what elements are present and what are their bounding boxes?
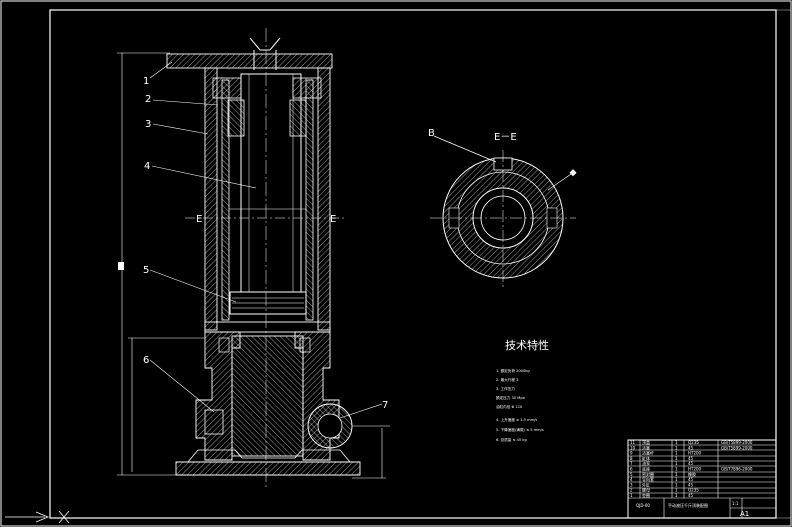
- title-block-cell: 3: [630, 482, 633, 487]
- corner-frame: [775, 9, 792, 519]
- title-block-cell: 外缸: [642, 481, 650, 487]
- note-line-1: 1. 额定负荷 2000kg: [496, 368, 530, 373]
- title-block: [627, 439, 777, 519]
- title-block-cell: 底座: [642, 466, 650, 472]
- title-block-cell: 45: [688, 477, 694, 482]
- title-block-cell: 10: [630, 445, 636, 450]
- title-block-cell: 1: [675, 482, 678, 487]
- title-block-cell: 活塞: [642, 444, 650, 450]
- inner-frame: [49, 9, 777, 519]
- note-line-2: 2. 最大行程 3: [496, 377, 518, 382]
- title-block-cell: 7: [630, 461, 633, 466]
- detail-label-b: B: [428, 128, 435, 139]
- title-block-cell: 4: [630, 477, 633, 482]
- section-mark-right: E: [330, 214, 336, 225]
- part-number-1: 1: [143, 76, 149, 87]
- section-title: E－E: [494, 132, 517, 143]
- title-block-cell: 1: [630, 493, 633, 498]
- title-block-cell: 螺母: [642, 487, 650, 493]
- title-block-cell: 1: [675, 472, 678, 477]
- part-number-2: 2: [145, 94, 151, 105]
- title-block-cell: 1: [675, 467, 678, 472]
- title-block-cell: 45: [688, 461, 694, 466]
- note-line-7: 5. 下降速度(满载) ≤ 5 mm/s: [496, 427, 544, 432]
- title-block-cell: 缸体: [642, 455, 650, 461]
- title-block-cell: 45: [688, 482, 694, 487]
- leader-lines: [149, 61, 383, 419]
- part-number-6: 6: [143, 355, 149, 366]
- part-number-5: 5: [143, 265, 149, 276]
- part-number-4: 4: [144, 161, 150, 172]
- section-e-e-view: [430, 135, 577, 290]
- title-block-cell: 8: [630, 456, 633, 461]
- notes-title: 技术特性: [505, 338, 549, 352]
- title-block-cell: GB/T5899-2000: [721, 440, 753, 445]
- section-mark-left: E: [196, 214, 202, 225]
- title-block-cell: 1: [675, 461, 678, 466]
- note-line-5: 油缸内径 Φ 110: [496, 404, 523, 409]
- ucs-icon: [5, 510, 70, 524]
- sheet-size: A1: [740, 510, 749, 518]
- drawing-scale: 1:1: [732, 501, 739, 506]
- title-block-cell: 1: [675, 445, 678, 450]
- drawing-number: QJD-00: [636, 503, 650, 508]
- part-number-7: 7: [382, 400, 388, 411]
- title-block-cell: 6: [630, 467, 633, 472]
- title-block-cell: 45: [688, 493, 694, 498]
- title-block-cell: 5: [630, 472, 633, 477]
- part-number-3: 3: [145, 119, 151, 130]
- title-block-cell: 1: [675, 451, 678, 456]
- title-block-cell: HT200: [688, 467, 702, 472]
- title-block-cell: 1: [675, 456, 678, 461]
- drawing-name: 手动液压千斤顶装配图: [668, 502, 708, 508]
- title-block-cell: Q235: [688, 488, 699, 493]
- title-block-cell: 1: [675, 477, 678, 482]
- title-block-cell: GB/T5899-2000: [721, 445, 753, 450]
- note-line-8: 6. 总质量 ≤ 45 kg: [496, 437, 527, 442]
- title-block-cell: 顶盖: [642, 439, 650, 445]
- title-block-cell: 2: [630, 488, 633, 493]
- title-block-cell: 1: [675, 493, 678, 498]
- jack-section-view: [117, 28, 390, 490]
- title-block-cell: 11: [630, 440, 636, 445]
- title-block-cell: 45: [688, 445, 694, 450]
- title-block-cell: Q235: [688, 440, 699, 445]
- note-line-6: 4. 上升速度 ≥ 1.5 mm/s: [496, 417, 537, 422]
- title-block-cell: 导向套: [642, 476, 654, 482]
- title-block-cell: 橡胶: [688, 471, 696, 477]
- title-block-cell: 45: [688, 456, 694, 461]
- note-line-3: 3. 工作压力: [496, 386, 515, 391]
- title-block-cell: GB/T7896-2000: [721, 467, 753, 472]
- title-block-cell: 密封圈: [642, 471, 654, 477]
- title-block-cell: 1: [675, 440, 678, 445]
- title-block-cell: 1: [675, 488, 678, 493]
- title-block-cell: HT200: [688, 451, 702, 456]
- title-block-cell: 油泵: [642, 460, 650, 466]
- note-line-4: 额定压力 30 Mpa: [496, 395, 525, 400]
- title-block-cell: 9: [630, 451, 633, 456]
- title-block-cell: 活塞杆: [642, 450, 654, 456]
- title-block-cell: 垫圈: [642, 492, 650, 498]
